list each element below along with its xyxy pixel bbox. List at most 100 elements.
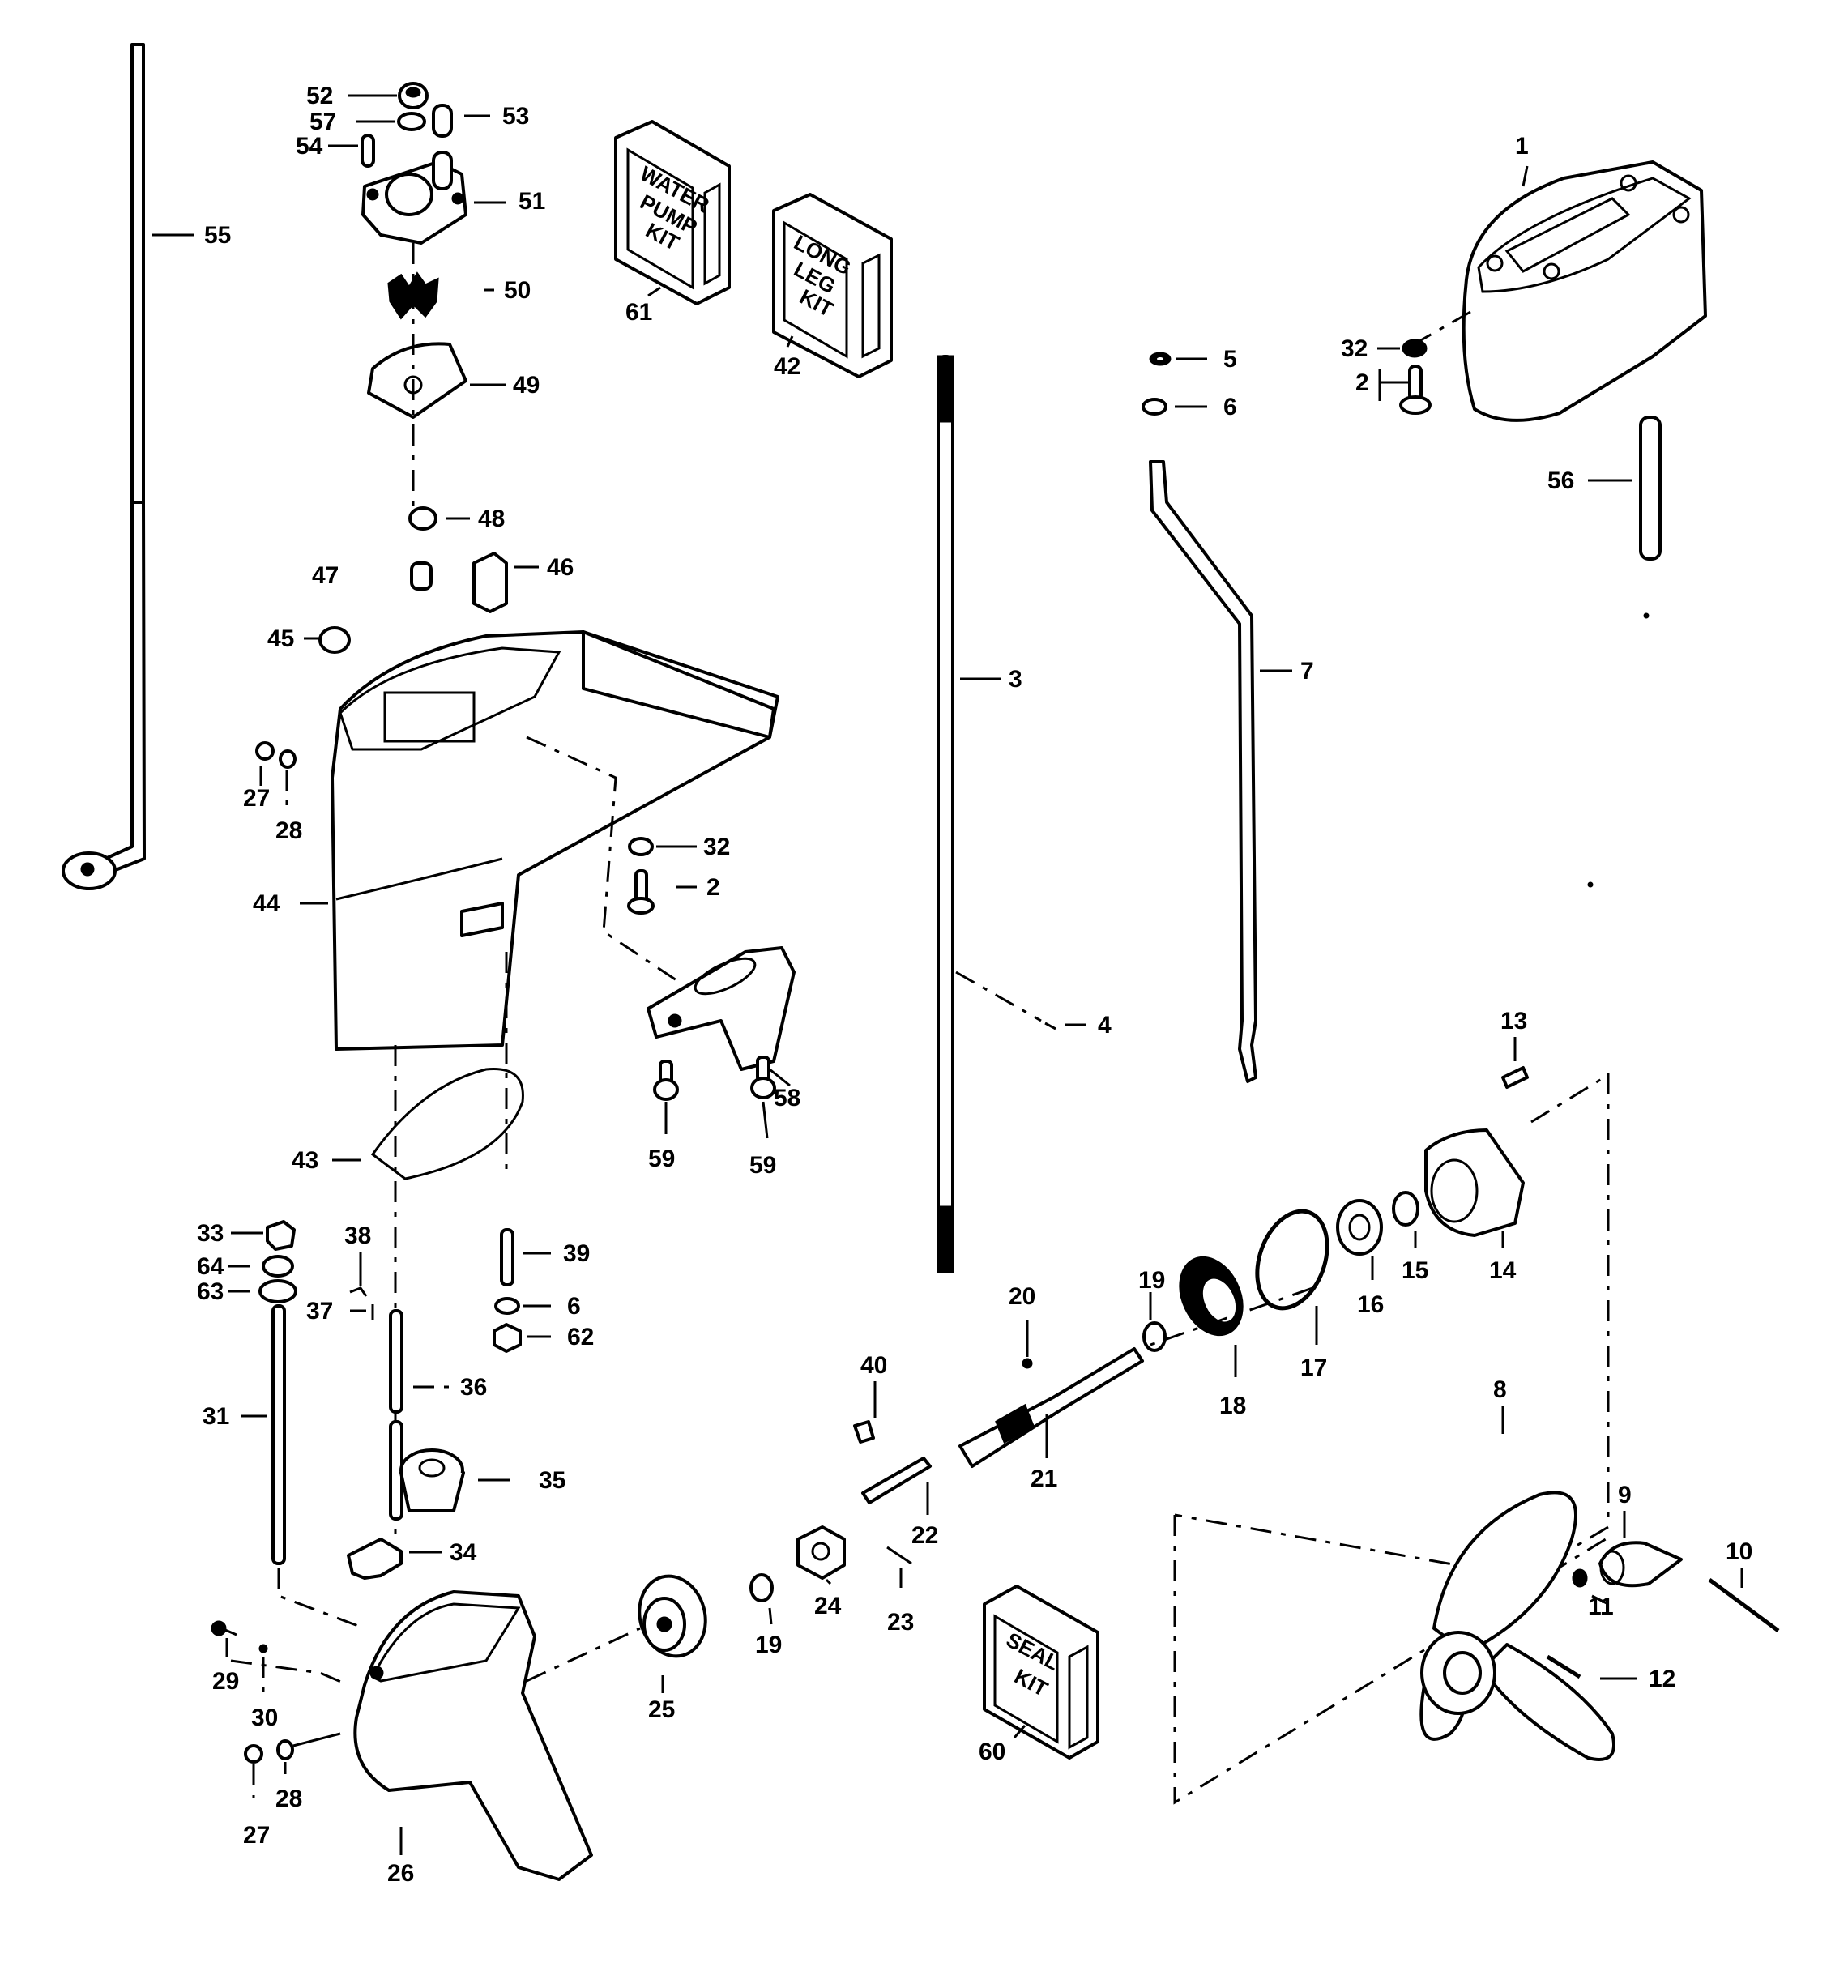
label-4[interactable]: 4 xyxy=(1098,1012,1112,1039)
label-53[interactable]: 53 xyxy=(502,103,529,130)
label-21[interactable]: 21 xyxy=(1031,1465,1057,1492)
part-30-washer[interactable] xyxy=(258,1644,268,1653)
part-39-stud[interactable] xyxy=(500,1228,514,1286)
label-22[interactable]: 22 xyxy=(911,1522,938,1549)
part-47-bushing[interactable] xyxy=(410,561,433,591)
label-36[interactable]: 36 xyxy=(460,1374,487,1401)
part-40-retainer[interactable] xyxy=(853,1420,875,1444)
part-52-seal[interactable] xyxy=(398,82,429,109)
label-42[interactable]: 42 xyxy=(774,353,800,380)
part-29-screw[interactable] xyxy=(211,1620,237,1636)
part-28-washer[interactable] xyxy=(279,749,297,769)
part-63-washer[interactable] xyxy=(258,1279,297,1303)
label-38[interactable]: 38 xyxy=(344,1222,371,1249)
label-50[interactable]: 50 xyxy=(504,277,531,304)
label-55[interactable]: 55 xyxy=(204,222,231,249)
part-9-prop-nut-cone[interactable] xyxy=(1598,1541,1683,1588)
label-51[interactable]: 51 xyxy=(519,188,545,215)
part-51-pump-housing[interactable] xyxy=(361,151,467,245)
label-1[interactable]: 1 xyxy=(1515,133,1529,160)
label-15[interactable]: 15 xyxy=(1402,1257,1428,1284)
label-9[interactable]: 9 xyxy=(1618,1482,1632,1508)
label-32b[interactable]: 32 xyxy=(703,834,730,860)
label-47[interactable]: 47 xyxy=(312,562,339,589)
part-59-screw-a[interactable] xyxy=(653,1060,679,1101)
long-leg-kit[interactable]: LONG LEG KIT xyxy=(772,193,893,378)
part-44-driveshaft-housing[interactable] xyxy=(331,630,779,1051)
part-12-drive-pin[interactable] xyxy=(1546,1654,1581,1679)
part-62-nut[interactable] xyxy=(493,1323,522,1353)
part-13-screw[interactable] xyxy=(1501,1066,1529,1089)
part-16-bearing[interactable] xyxy=(1336,1199,1383,1256)
label-61[interactable]: 61 xyxy=(625,299,652,326)
part-53-grommet[interactable] xyxy=(432,104,453,138)
label-8[interactable]: 8 xyxy=(1493,1376,1507,1403)
label-17[interactable]: 17 xyxy=(1300,1354,1327,1381)
part-35-pinion-gear[interactable] xyxy=(399,1448,465,1512)
part-24-clutch[interactable] xyxy=(796,1525,846,1580)
label-16[interactable]: 16 xyxy=(1357,1291,1384,1318)
label-62[interactable]: 62 xyxy=(567,1324,594,1350)
part-2-screw[interactable] xyxy=(1399,365,1432,415)
label-40[interactable]: 40 xyxy=(860,1352,887,1379)
label-10[interactable]: 10 xyxy=(1726,1538,1752,1565)
part-27-nut[interactable] xyxy=(255,741,275,761)
part-5-washer[interactable] xyxy=(1149,352,1172,366)
label-64[interactable]: 64 xyxy=(197,1253,224,1280)
label-6a[interactable]: 6 xyxy=(1223,394,1237,420)
label-18[interactable]: 18 xyxy=(1219,1393,1246,1419)
part-33-nut[interactable] xyxy=(266,1220,296,1251)
part-19-thrust-washer-a[interactable] xyxy=(749,1573,774,1602)
label-13[interactable]: 13 xyxy=(1500,1008,1527,1035)
label-20[interactable]: 20 xyxy=(1009,1283,1035,1310)
part-20-ball[interactable] xyxy=(1022,1358,1033,1369)
part-26-gearcase[interactable] xyxy=(353,1590,593,1881)
part-18-forward-gear[interactable] xyxy=(1168,1248,1254,1345)
label-63[interactable]: 63 xyxy=(197,1278,224,1305)
part-54-screw[interactable] xyxy=(361,134,375,168)
label-48[interactable]: 48 xyxy=(478,506,505,532)
label-58[interactable]: 58 xyxy=(774,1085,800,1111)
label-49[interactable]: 49 xyxy=(513,372,540,399)
label-59a[interactable]: 59 xyxy=(648,1145,675,1172)
water-pump-kit[interactable]: WATER PUMP KIT xyxy=(614,120,731,305)
part-46-grommet[interactable] xyxy=(472,552,508,613)
label-30[interactable]: 30 xyxy=(251,1704,278,1731)
label-56[interactable]: 56 xyxy=(1547,467,1574,494)
label-27a[interactable]: 27 xyxy=(243,785,270,812)
part-1-exhaust-housing[interactable] xyxy=(1462,160,1707,422)
part-31-stud[interactable] xyxy=(271,1304,286,1565)
part-11-washer[interactable] xyxy=(1572,1568,1588,1588)
label-28a[interactable]: 28 xyxy=(275,817,302,844)
part-14-bearing-housing[interactable] xyxy=(1424,1128,1525,1237)
part-64-washer[interactable] xyxy=(262,1255,294,1278)
label-54[interactable]: 54 xyxy=(296,133,323,160)
part-22-shift-shaft[interactable] xyxy=(861,1457,932,1504)
part-2-screw-b[interactable] xyxy=(627,869,655,915)
part-36-shift-rod[interactable] xyxy=(389,1309,403,1521)
seal-kit[interactable]: SEAL KIT xyxy=(983,1585,1099,1760)
label-14[interactable]: 14 xyxy=(1489,1257,1517,1284)
label-31[interactable]: 31 xyxy=(203,1403,229,1430)
part-49-plate[interactable] xyxy=(367,342,467,419)
part-21-propeller-shaft[interactable] xyxy=(958,1347,1144,1468)
label-19a[interactable]: 19 xyxy=(755,1632,782,1658)
part-32-grommet[interactable] xyxy=(1402,339,1428,358)
part-57-o-ring[interactable] xyxy=(397,112,426,131)
label-19b[interactable]: 19 xyxy=(1138,1267,1165,1294)
part-55-shift-rod[interactable] xyxy=(62,43,146,890)
label-44[interactable]: 44 xyxy=(253,890,280,917)
label-37[interactable]: 37 xyxy=(306,1298,333,1325)
label-33[interactable]: 33 xyxy=(197,1220,224,1247)
part-48-seal[interactable] xyxy=(408,506,437,531)
label-12[interactable]: 12 xyxy=(1649,1666,1675,1692)
part-8-propeller[interactable] xyxy=(1419,1491,1615,1761)
part-32-grommet-b[interactable] xyxy=(628,837,654,856)
part-28-washer-b[interactable] xyxy=(276,1739,294,1760)
part-25-reverse-gear[interactable] xyxy=(630,1568,714,1663)
part-3-driveshaft[interactable] xyxy=(937,355,954,1273)
label-3[interactable]: 3 xyxy=(1009,666,1022,693)
part-56-tube[interactable] xyxy=(1639,416,1662,561)
label-52[interactable]: 52 xyxy=(306,83,333,109)
label-46[interactable]: 46 xyxy=(547,554,574,581)
